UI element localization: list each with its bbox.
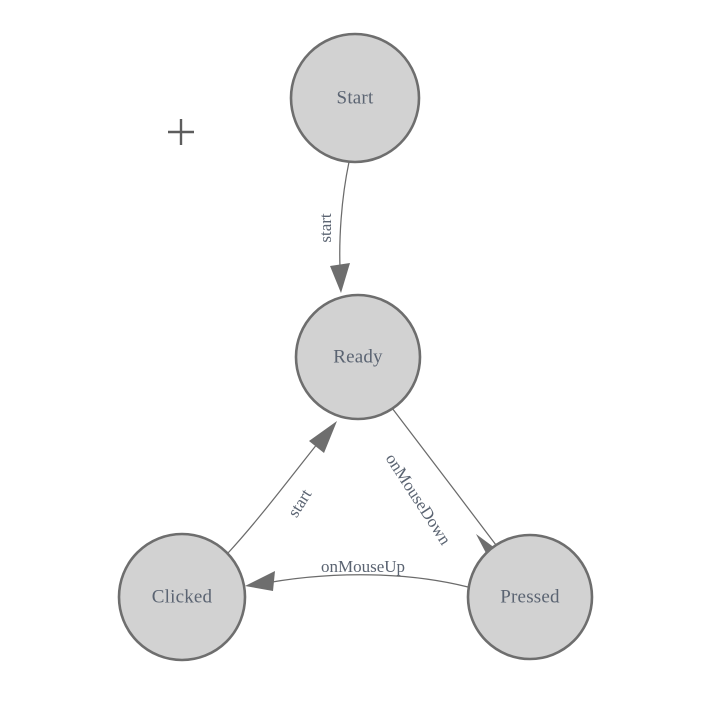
edge-path-start-to-ready[interactable] <box>339 161 350 269</box>
edge-label-pressed-to-clicked: onMouseUp <box>321 557 405 576</box>
edge-path-pressed-to-clicked[interactable] <box>255 574 469 588</box>
node-circle-clicked[interactable] <box>117 532 247 662</box>
node-start[interactable]: Start <box>289 32 421 164</box>
crosshair-marker[interactable] <box>168 119 194 145</box>
node-circle-start[interactable] <box>289 32 421 164</box>
node-circle-ready[interactable] <box>294 293 422 421</box>
node-circle-pressed[interactable] <box>466 533 594 661</box>
node-label-clicked: Clicked <box>152 586 213 607</box>
edge-label-clicked-to-ready: start <box>284 485 316 520</box>
node-label-ready: Ready <box>333 346 383 367</box>
arrowhead-pressed-to-clicked <box>245 571 275 591</box>
node-clicked[interactable]: Clicked <box>117 532 247 662</box>
arrowhead-start-to-ready <box>330 263 350 293</box>
edge-label-start-to-ready: start <box>316 213 335 243</box>
edge-start-to-ready[interactable]: start <box>316 161 350 293</box>
arrowhead-clicked-to-ready <box>309 421 337 453</box>
node-label-start: Start <box>337 87 374 108</box>
edge-clicked-to-ready[interactable]: start <box>227 421 337 554</box>
node-label-pressed: Pressed <box>500 586 560 607</box>
edge-label-ready-to-pressed: onMouseDown <box>382 450 455 549</box>
edge-pressed-to-clicked[interactable]: onMouseUp <box>245 557 469 591</box>
node-ready[interactable]: Ready <box>294 293 422 421</box>
edge-path-ready-to-pressed[interactable] <box>391 407 497 546</box>
edge-ready-to-pressed[interactable]: onMouseDown <box>382 407 507 557</box>
edge-path-clicked-to-ready[interactable] <box>227 437 323 554</box>
node-pressed[interactable]: Pressed <box>466 533 594 661</box>
